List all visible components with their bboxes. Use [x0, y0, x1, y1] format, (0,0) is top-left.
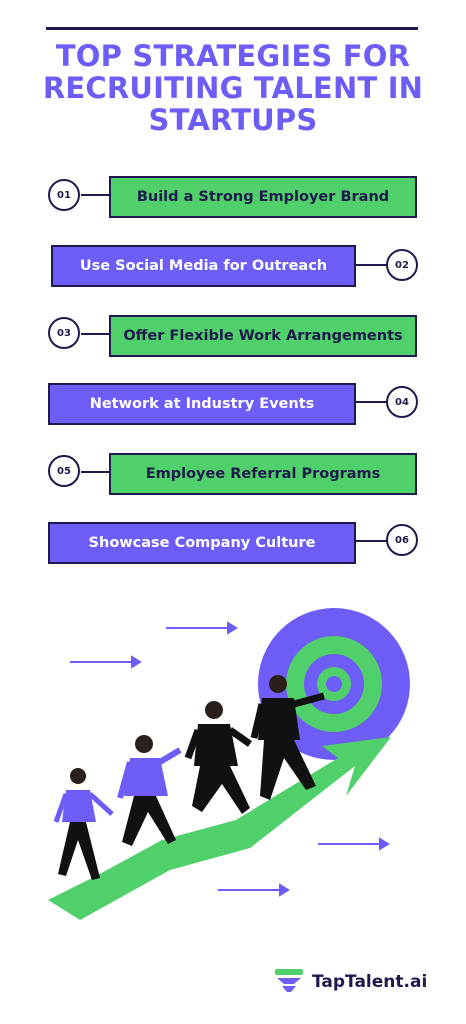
connector-01: [81, 194, 111, 196]
page-title: TOP STRATEGIES FOR RECRUITING TALENT IN …: [42, 39, 424, 137]
brand-footer: TapTalent.ai: [274, 968, 427, 996]
step-number-04: 04: [386, 386, 418, 418]
connector-05: [81, 471, 111, 473]
connector-03: [81, 333, 111, 335]
connector-06: [354, 540, 388, 542]
strategy-bar-02: Use Social Media for Outreach: [51, 245, 356, 287]
person-3-icon: [184, 701, 253, 814]
connector-04: [354, 401, 388, 403]
strategy-bar-03: Offer Flexible Work Arrangements: [109, 315, 417, 357]
step-number-02: 02: [386, 249, 418, 281]
career-growth-illustration: [48, 608, 410, 920]
connector-02: [354, 264, 388, 266]
person-1-icon: [53, 768, 114, 880]
strategy-bar-01: Build a Strong Employer Brand: [109, 176, 417, 218]
person-4-icon: [250, 675, 325, 800]
strategy-bar-06: Showcase Company Culture: [48, 522, 356, 564]
brand-name: TapTalent.ai: [312, 972, 428, 992]
step-number-05: 05: [48, 455, 80, 487]
decorative-arrows-icon: [70, 621, 390, 897]
step-number-03: 03: [48, 317, 80, 349]
person-2-icon: [117, 735, 182, 846]
step-number-06: 06: [386, 524, 418, 556]
step-number-01: 01: [48, 179, 80, 211]
taptalent-logo-icon: [275, 969, 303, 992]
strategy-bar-04: Network at Industry Events: [48, 383, 356, 425]
top-divider: [46, 27, 418, 30]
strategy-bar-05: Employee Referral Programs: [109, 453, 417, 495]
